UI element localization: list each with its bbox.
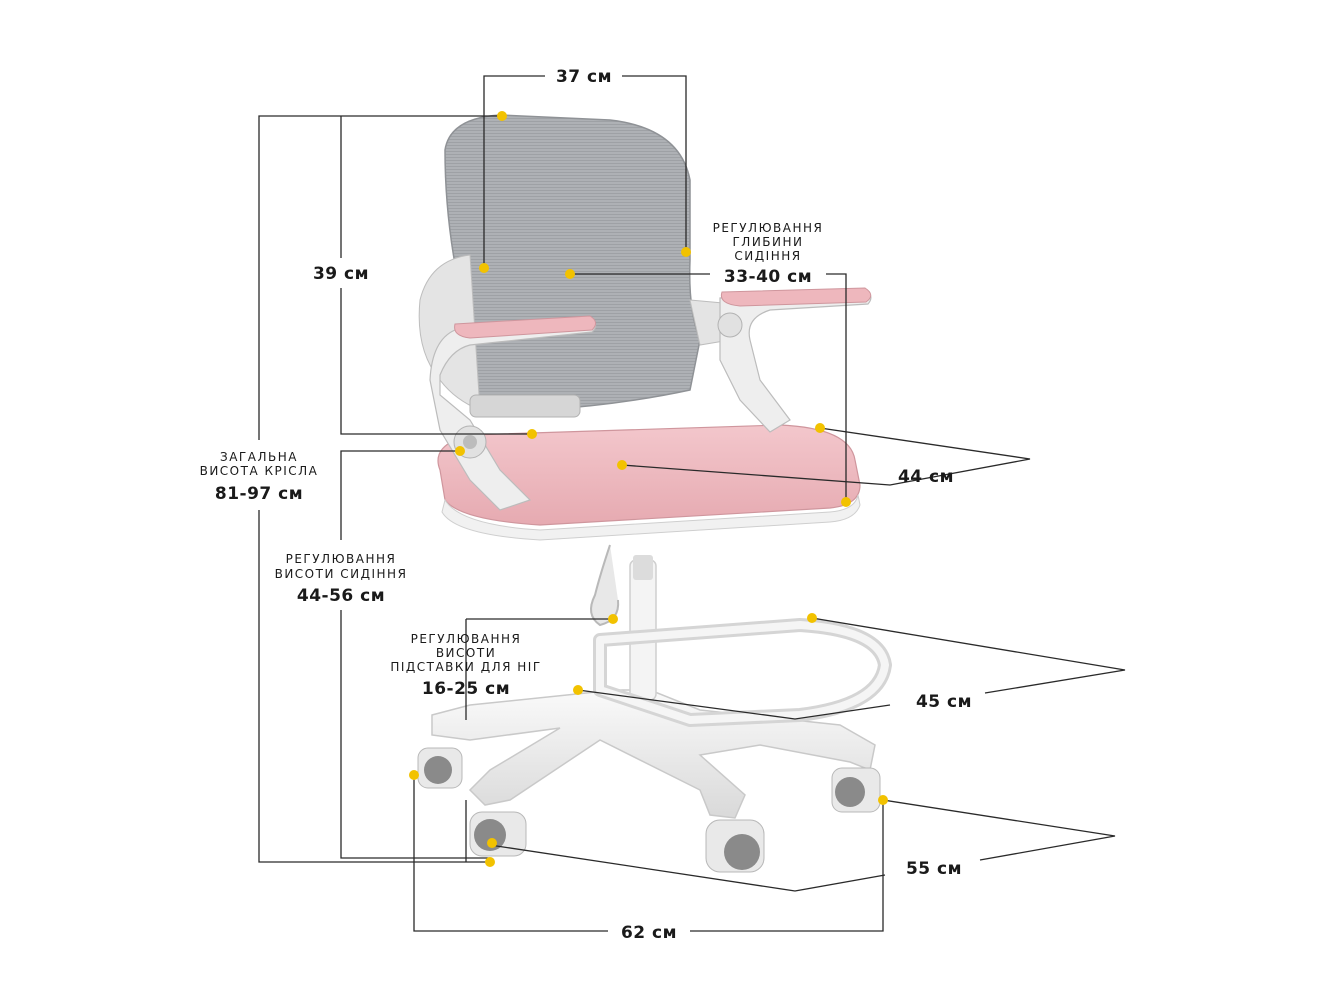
width-value: 37 см <box>556 67 612 87</box>
marker-dot <box>573 685 583 695</box>
marker-dot <box>409 770 419 780</box>
footrest-height-caption-line3: ПІДСТАВКИ ДЛЯ НІГ <box>390 660 541 674</box>
base-depth-value: 55 см <box>906 859 962 879</box>
marker-dot <box>878 795 888 805</box>
marker-dot <box>479 263 489 273</box>
marker-dot <box>617 460 627 470</box>
marker-dot <box>565 269 575 279</box>
marker-dot <box>608 614 618 624</box>
seat-height-value: 44-56 см <box>297 586 385 606</box>
caster-wheel <box>705 819 765 873</box>
seat-depth-caption-line3: СИДІННЯ <box>734 249 801 263</box>
marker-dot <box>497 111 507 121</box>
dimension-labels: 37 см 39 см РЕГУЛЮВАННЯ ГЛИБИНИ СИДІННЯ … <box>200 67 972 943</box>
footrest-ring <box>593 618 892 727</box>
measurement-markers <box>409 111 888 867</box>
total-height-caption-line1: ЗАГАЛЬНА <box>220 450 298 464</box>
seat-depth-value: 33-40 см <box>724 267 812 287</box>
caster-wheel <box>417 747 463 789</box>
marker-dot <box>527 429 537 439</box>
seat-width-value: 44 см <box>898 467 954 487</box>
base-width-dimension-line <box>413 775 608 932</box>
marker-dot <box>681 247 691 257</box>
marker-dot <box>807 613 817 623</box>
chair-seat <box>437 424 861 541</box>
footrest-width-value: 45 см <box>916 692 972 712</box>
marker-dot <box>841 497 851 507</box>
seat-depth-caption-line2: ГЛИБИНИ <box>732 235 803 249</box>
dimension-lines <box>258 75 1126 932</box>
marker-dot <box>815 423 825 433</box>
total-height-caption-line2: ВИСОТА КРІСЛА <box>200 464 319 478</box>
marker-dot <box>485 857 495 867</box>
marker-dot <box>487 838 497 848</box>
seat-height-caption-line1: РЕГУЛЮВАННЯ <box>286 552 397 566</box>
footrest-height-caption-line2: ВИСОТИ <box>436 646 496 660</box>
armrest-right <box>717 287 872 433</box>
footrest-height-value: 16-25 см <box>422 679 510 699</box>
total-height-value: 81-97 см <box>215 484 303 504</box>
base-depth-dimension-line <box>882 799 1116 861</box>
seat-height-dimension-line <box>340 450 460 540</box>
seat-depth-caption-line1: РЕГУЛЮВАННЯ <box>713 221 824 235</box>
caster-wheel <box>831 767 881 813</box>
seat-width-dimension-line <box>621 427 1031 486</box>
footrest-height-caption-line1: РЕГУЛЮВАННЯ <box>411 632 522 646</box>
total-height-dimension-line <box>258 115 500 440</box>
width-dimension-line <box>483 75 545 268</box>
caster-wheel <box>469 811 527 857</box>
height-lever <box>590 544 620 627</box>
back-height-value: 39 см <box>313 264 369 284</box>
marker-dot <box>455 446 465 456</box>
footrest-width-dimension-line <box>811 617 1126 694</box>
seat-height-caption-line2: ВИСОТИ СИДІННЯ <box>275 567 408 581</box>
base-width-value: 62 см <box>621 923 677 943</box>
chair-backrest <box>418 114 749 418</box>
chair-casters <box>417 747 881 873</box>
chair-illustration <box>417 114 892 873</box>
